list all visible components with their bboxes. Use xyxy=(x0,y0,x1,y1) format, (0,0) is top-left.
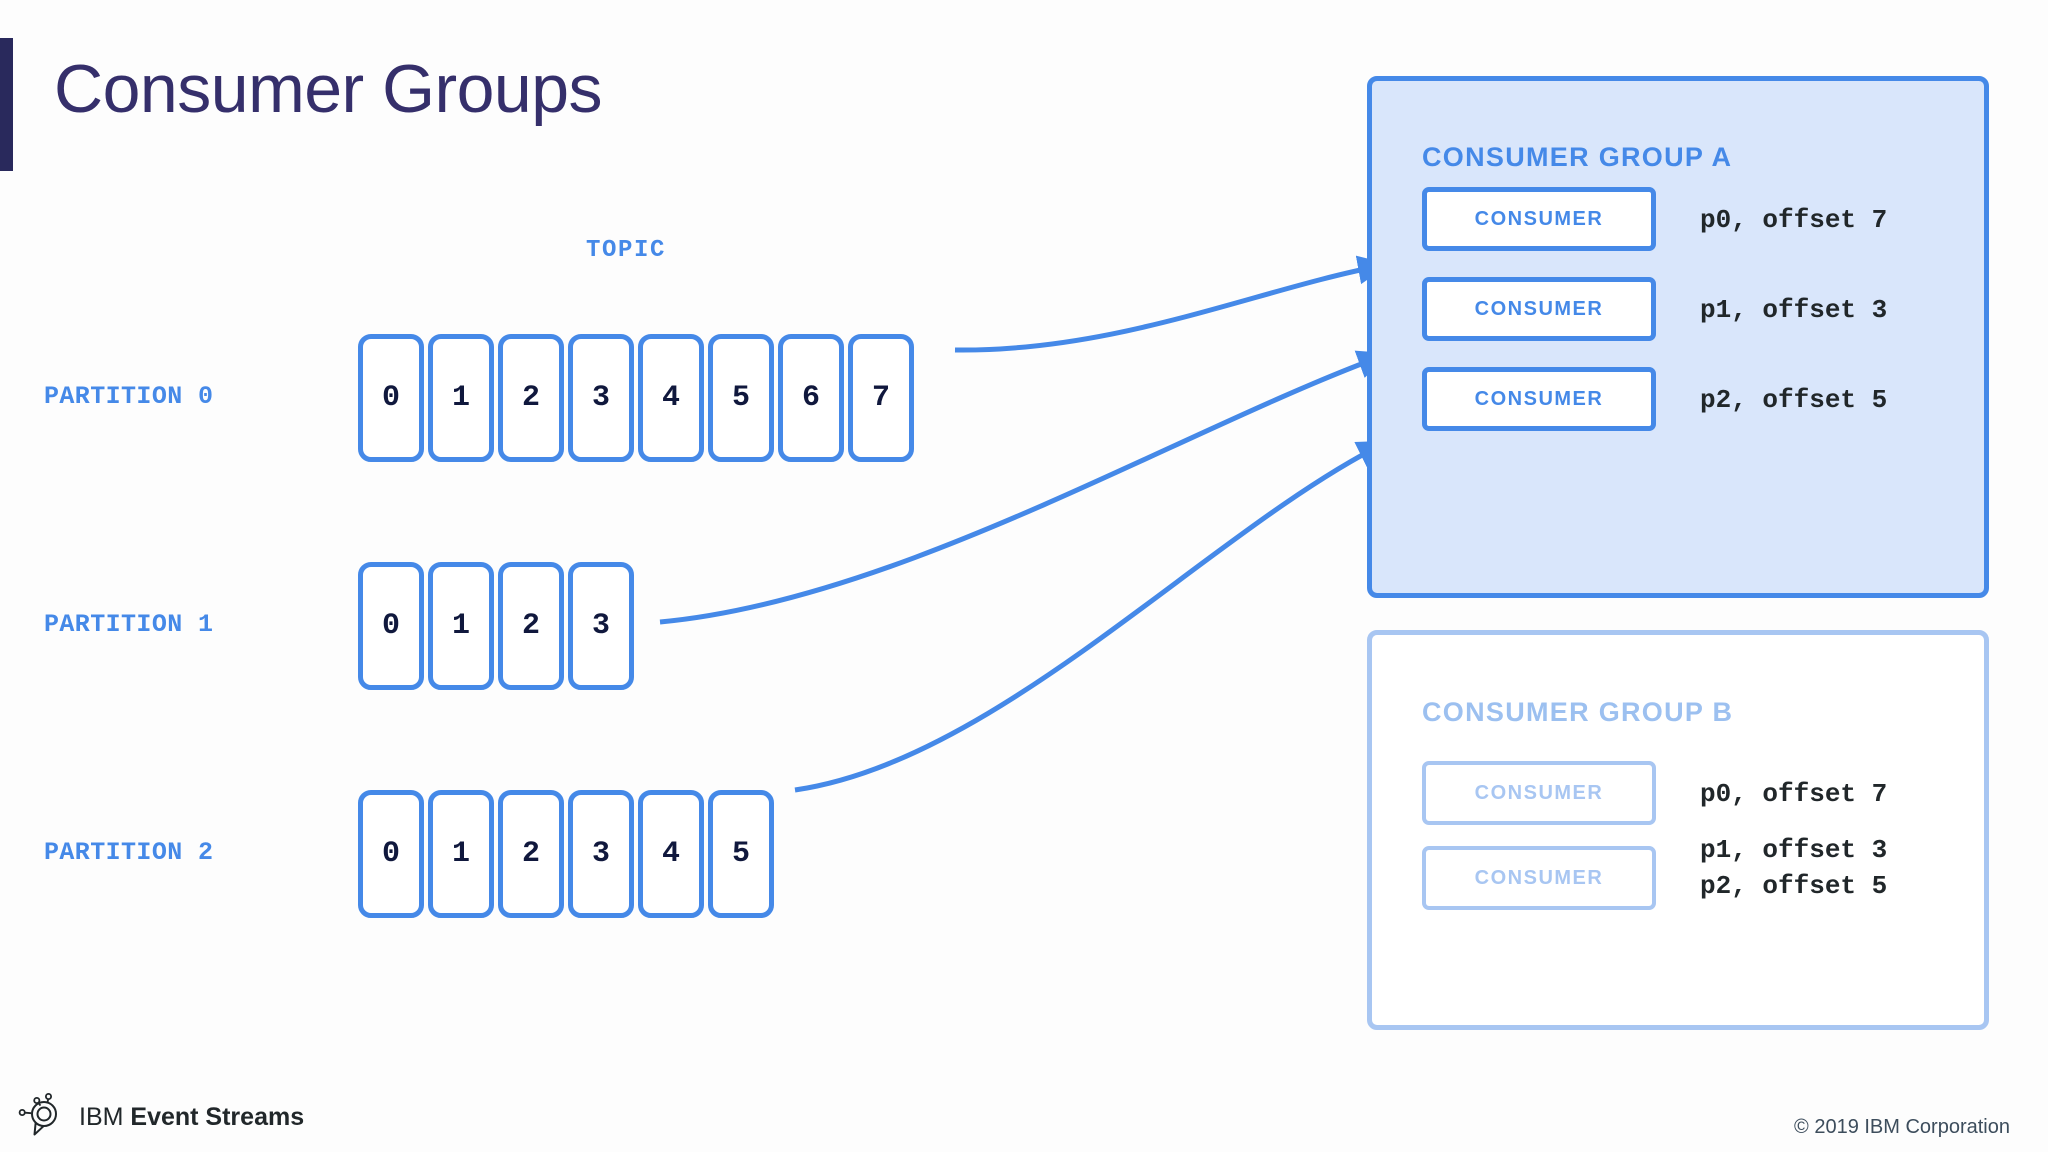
copyright-text: © 2019 IBM Corporation xyxy=(1794,1116,2010,1138)
topic-cell: 2 xyxy=(498,334,564,462)
topic-cell: 0 xyxy=(358,790,424,918)
title-accent-bar xyxy=(0,38,13,171)
partition-label-1: PARTITION 1 xyxy=(44,610,214,639)
event-streams-logo-icon xyxy=(18,1090,68,1145)
topic-cell: 0 xyxy=(358,334,424,462)
arrow-partition2-to-consumer3 xyxy=(794,440,1390,793)
footer-brand: IBM Event Streams xyxy=(79,1103,304,1132)
page-title: Consumer Groups xyxy=(54,51,603,127)
partition-label-2: PARTITION 2 xyxy=(44,838,214,867)
topic-cell: 5 xyxy=(708,790,774,918)
consumer-box[interactable]: CONSUMER xyxy=(1422,367,1656,431)
topic-cell: 7 xyxy=(848,334,914,462)
topic-cell: 0 xyxy=(358,562,424,690)
footer-brand-prefix: IBM xyxy=(79,1103,124,1131)
topic-cell: 1 xyxy=(428,562,494,690)
arrow-partition0-to-consumer1 xyxy=(954,255,1390,353)
consumer-box[interactable]: CONSUMER xyxy=(1422,846,1656,910)
topic-cell: 1 xyxy=(428,334,494,462)
consumer-group-b-panel[interactable]: CONSUMER GROUP B CONSUMER p0, offset 7 C… xyxy=(1367,630,1989,1030)
footer-brand-name: Event Streams xyxy=(130,1103,305,1131)
consumer-assignment: p1, offset 3 xyxy=(1700,295,1888,325)
topic-cell: 5 xyxy=(708,334,774,462)
partition-row-0: 0 1 2 3 4 5 6 7 xyxy=(358,334,914,462)
consumer-assignment: p0, offset 7 xyxy=(1700,779,1888,809)
consumer-assignment: p2, offset 5 xyxy=(1700,385,1888,415)
topic-cell: 4 xyxy=(638,334,704,462)
topic-cell: 1 xyxy=(428,790,494,918)
topic-cell: 4 xyxy=(638,790,704,918)
consumer-box[interactable]: CONSUMER xyxy=(1422,277,1656,341)
consumer-assignment: p1, offset 3 xyxy=(1700,835,1888,865)
consumer-group-b-title: CONSUMER GROUP B xyxy=(1422,697,1734,727)
topic-cell: 6 xyxy=(778,334,844,462)
consumer-group-a-panel[interactable]: CONSUMER GROUP A CONSUMER p0, offset 7 C… xyxy=(1367,76,1989,598)
partition-label-0: PARTITION 0 xyxy=(44,382,214,411)
topic-label: TOPIC xyxy=(586,237,667,264)
consumer-assignment: p2, offset 5 xyxy=(1700,871,1888,901)
topic-cell: 3 xyxy=(568,790,634,918)
topic-cell: 3 xyxy=(568,334,634,462)
topic-cell: 2 xyxy=(498,562,564,690)
consumer-group-a-title: CONSUMER GROUP A xyxy=(1422,142,1733,172)
consumer-box[interactable]: CONSUMER xyxy=(1422,187,1656,251)
consumer-assignment: p0, offset 7 xyxy=(1700,205,1888,235)
partition-row-1: 0 1 2 3 xyxy=(358,562,634,690)
partition-row-2: 0 1 2 3 4 5 xyxy=(358,790,774,918)
consumer-box[interactable]: CONSUMER xyxy=(1422,761,1656,825)
topic-cell: 2 xyxy=(498,790,564,918)
topic-cell: 3 xyxy=(568,562,634,690)
footer-logo: IBM Event Streams xyxy=(18,1090,304,1145)
